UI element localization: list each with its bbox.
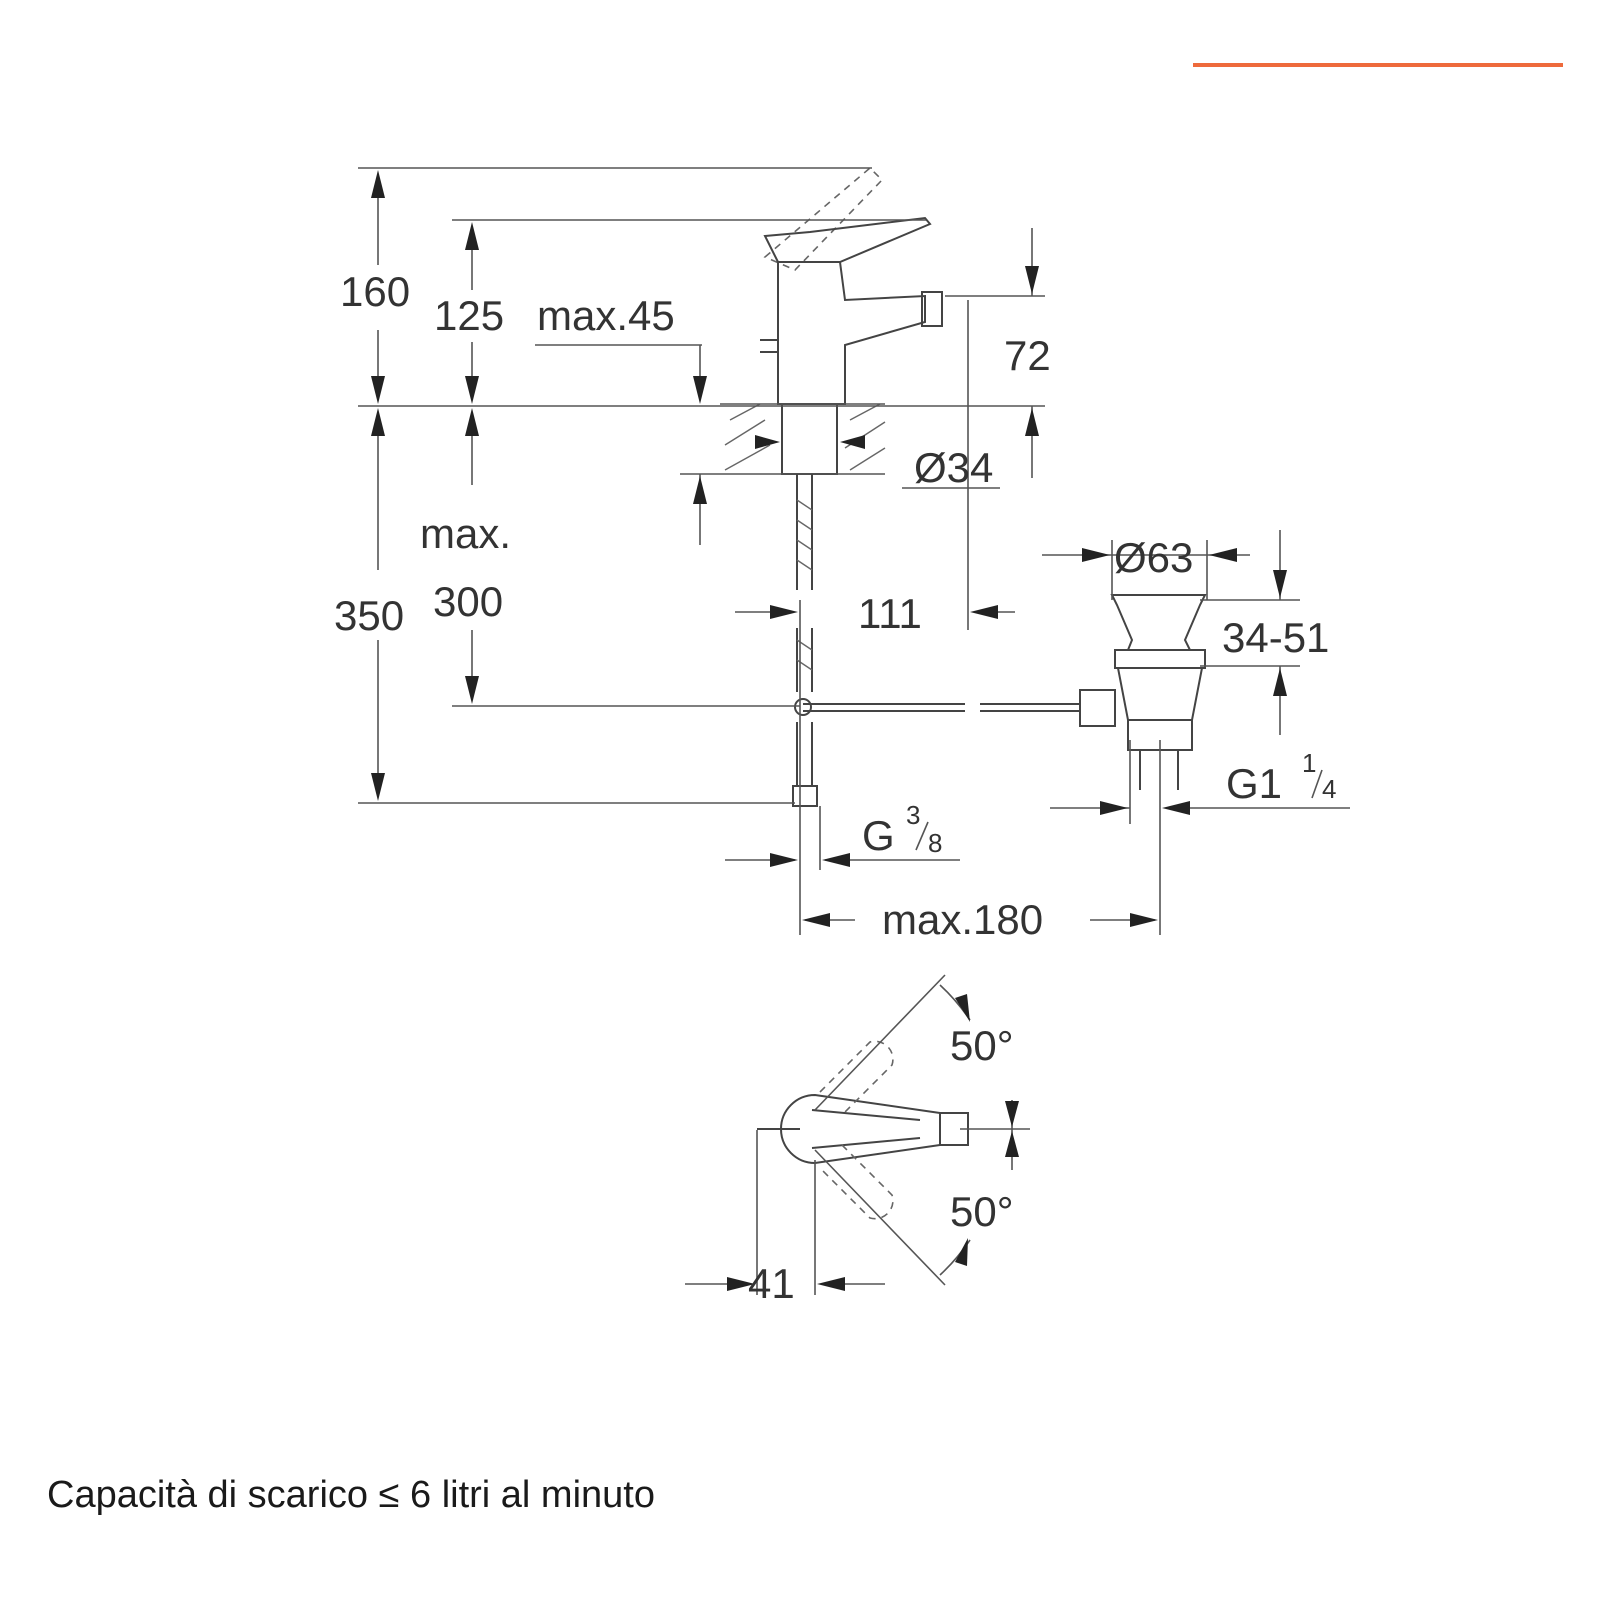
svg-text:4: 4 [1322, 774, 1336, 804]
svg-text:3: 3 [906, 800, 920, 830]
svg-text:8: 8 [928, 828, 942, 858]
label-300: 300 [433, 578, 503, 625]
label-g1-1-4: G1 1 4 [1226, 748, 1336, 807]
label-41: 41 [748, 1260, 795, 1307]
dimension-arrows [371, 170, 1287, 927]
label-125: 125 [434, 292, 504, 339]
label-angle-upper: 50° [950, 1022, 1014, 1069]
faucet-side-view [680, 166, 1207, 807]
accent-bar [1193, 63, 1563, 67]
label-34-51: 34-51 [1222, 614, 1329, 661]
svg-text:G1: G1 [1226, 760, 1282, 807]
dimension-labels: 160 125 max.45 72 Ø34 max. 300 350 111 Ø… [334, 268, 1336, 1307]
caption: Capacità di scarico ≤ 6 litri al minuto [47, 1474, 655, 1516]
label-g-3-8: G 3 8 [862, 800, 942, 859]
label-angle-lower: 50° [950, 1188, 1014, 1235]
faucet-top-view [685, 974, 1030, 1295]
label-160: 160 [340, 268, 410, 315]
label-dia63: Ø63 [1114, 534, 1193, 581]
label-72: 72 [1004, 332, 1051, 379]
label-350: 350 [334, 592, 404, 639]
label-max: max. [420, 510, 511, 557]
svg-text:G: G [862, 812, 895, 859]
label-max180: max.180 [882, 896, 1043, 943]
svg-text:1: 1 [1302, 748, 1316, 778]
label-111: 111 [858, 590, 922, 637]
label-dia34: Ø34 [914, 444, 993, 491]
label-max45: max.45 [537, 292, 675, 339]
